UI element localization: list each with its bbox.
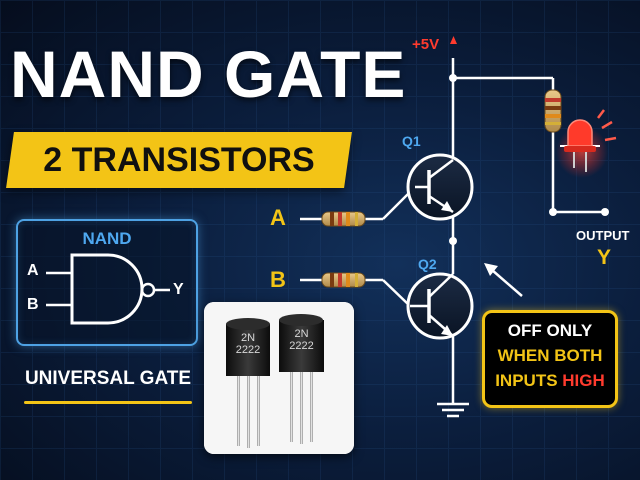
output-label: OUTPUT xyxy=(576,228,630,243)
chip-left-marking-1: 2N xyxy=(240,332,256,344)
universal-gate-caption: UNIVERSAL GATE xyxy=(24,368,192,389)
callout-line-3a: INPUTS xyxy=(495,371,558,390)
input-resistor-b xyxy=(321,272,366,288)
chip-right xyxy=(279,314,324,444)
junction-node-output xyxy=(549,208,557,216)
circuit-input-a: A xyxy=(270,205,286,230)
supply-voltage-label: +5V xyxy=(412,36,440,53)
callout-line-1: OFF ONLY xyxy=(507,321,593,340)
pullup-resistor xyxy=(544,89,562,133)
callout-line-3b: HIGH xyxy=(562,371,605,390)
circuit-input-b: B xyxy=(270,267,286,292)
q2-label: Q2 xyxy=(418,256,437,272)
chip-right-marking-1: 2N xyxy=(294,328,309,340)
callout-box xyxy=(482,310,618,408)
input-resistor-a xyxy=(321,211,366,227)
transistor-chips-illustration xyxy=(204,302,354,454)
nand-symbol-label: NAND xyxy=(82,229,132,248)
junction-node-top xyxy=(449,74,457,82)
output-y-label: Y xyxy=(597,246,612,269)
transistor-q1-symbol xyxy=(406,153,474,221)
chip-left-marking-2: 2222 xyxy=(235,344,261,356)
symbol-input-b: B xyxy=(27,296,39,313)
nand-symbol-box xyxy=(16,219,198,346)
callout-text: OFF ONLY WHEN BOTH INPUTS HIGH xyxy=(482,318,618,393)
output-terminal xyxy=(601,208,609,216)
main-title: NAND GATE xyxy=(10,37,407,111)
subtitle-text: 2 TRANSISTORS xyxy=(43,141,315,179)
q1-label: Q1 xyxy=(402,133,421,149)
supply-arrow-icon xyxy=(450,36,457,44)
led-icon xyxy=(556,109,617,178)
transistor-photo: 2N 2222 2N 2222 xyxy=(204,302,354,454)
ground-icon xyxy=(437,402,469,418)
junction-node-mid xyxy=(449,237,457,245)
transistor-q2-symbol xyxy=(406,272,474,340)
symbol-output-y: Y xyxy=(173,281,184,298)
callout-arrow-icon xyxy=(484,263,523,297)
chip-right-marking-2: 2222 xyxy=(289,340,314,352)
universal-gate-underline xyxy=(24,401,192,404)
callout-line-2: WHEN BOTH xyxy=(497,346,603,365)
chip-left xyxy=(226,318,270,448)
symbol-input-a: A xyxy=(27,262,39,279)
